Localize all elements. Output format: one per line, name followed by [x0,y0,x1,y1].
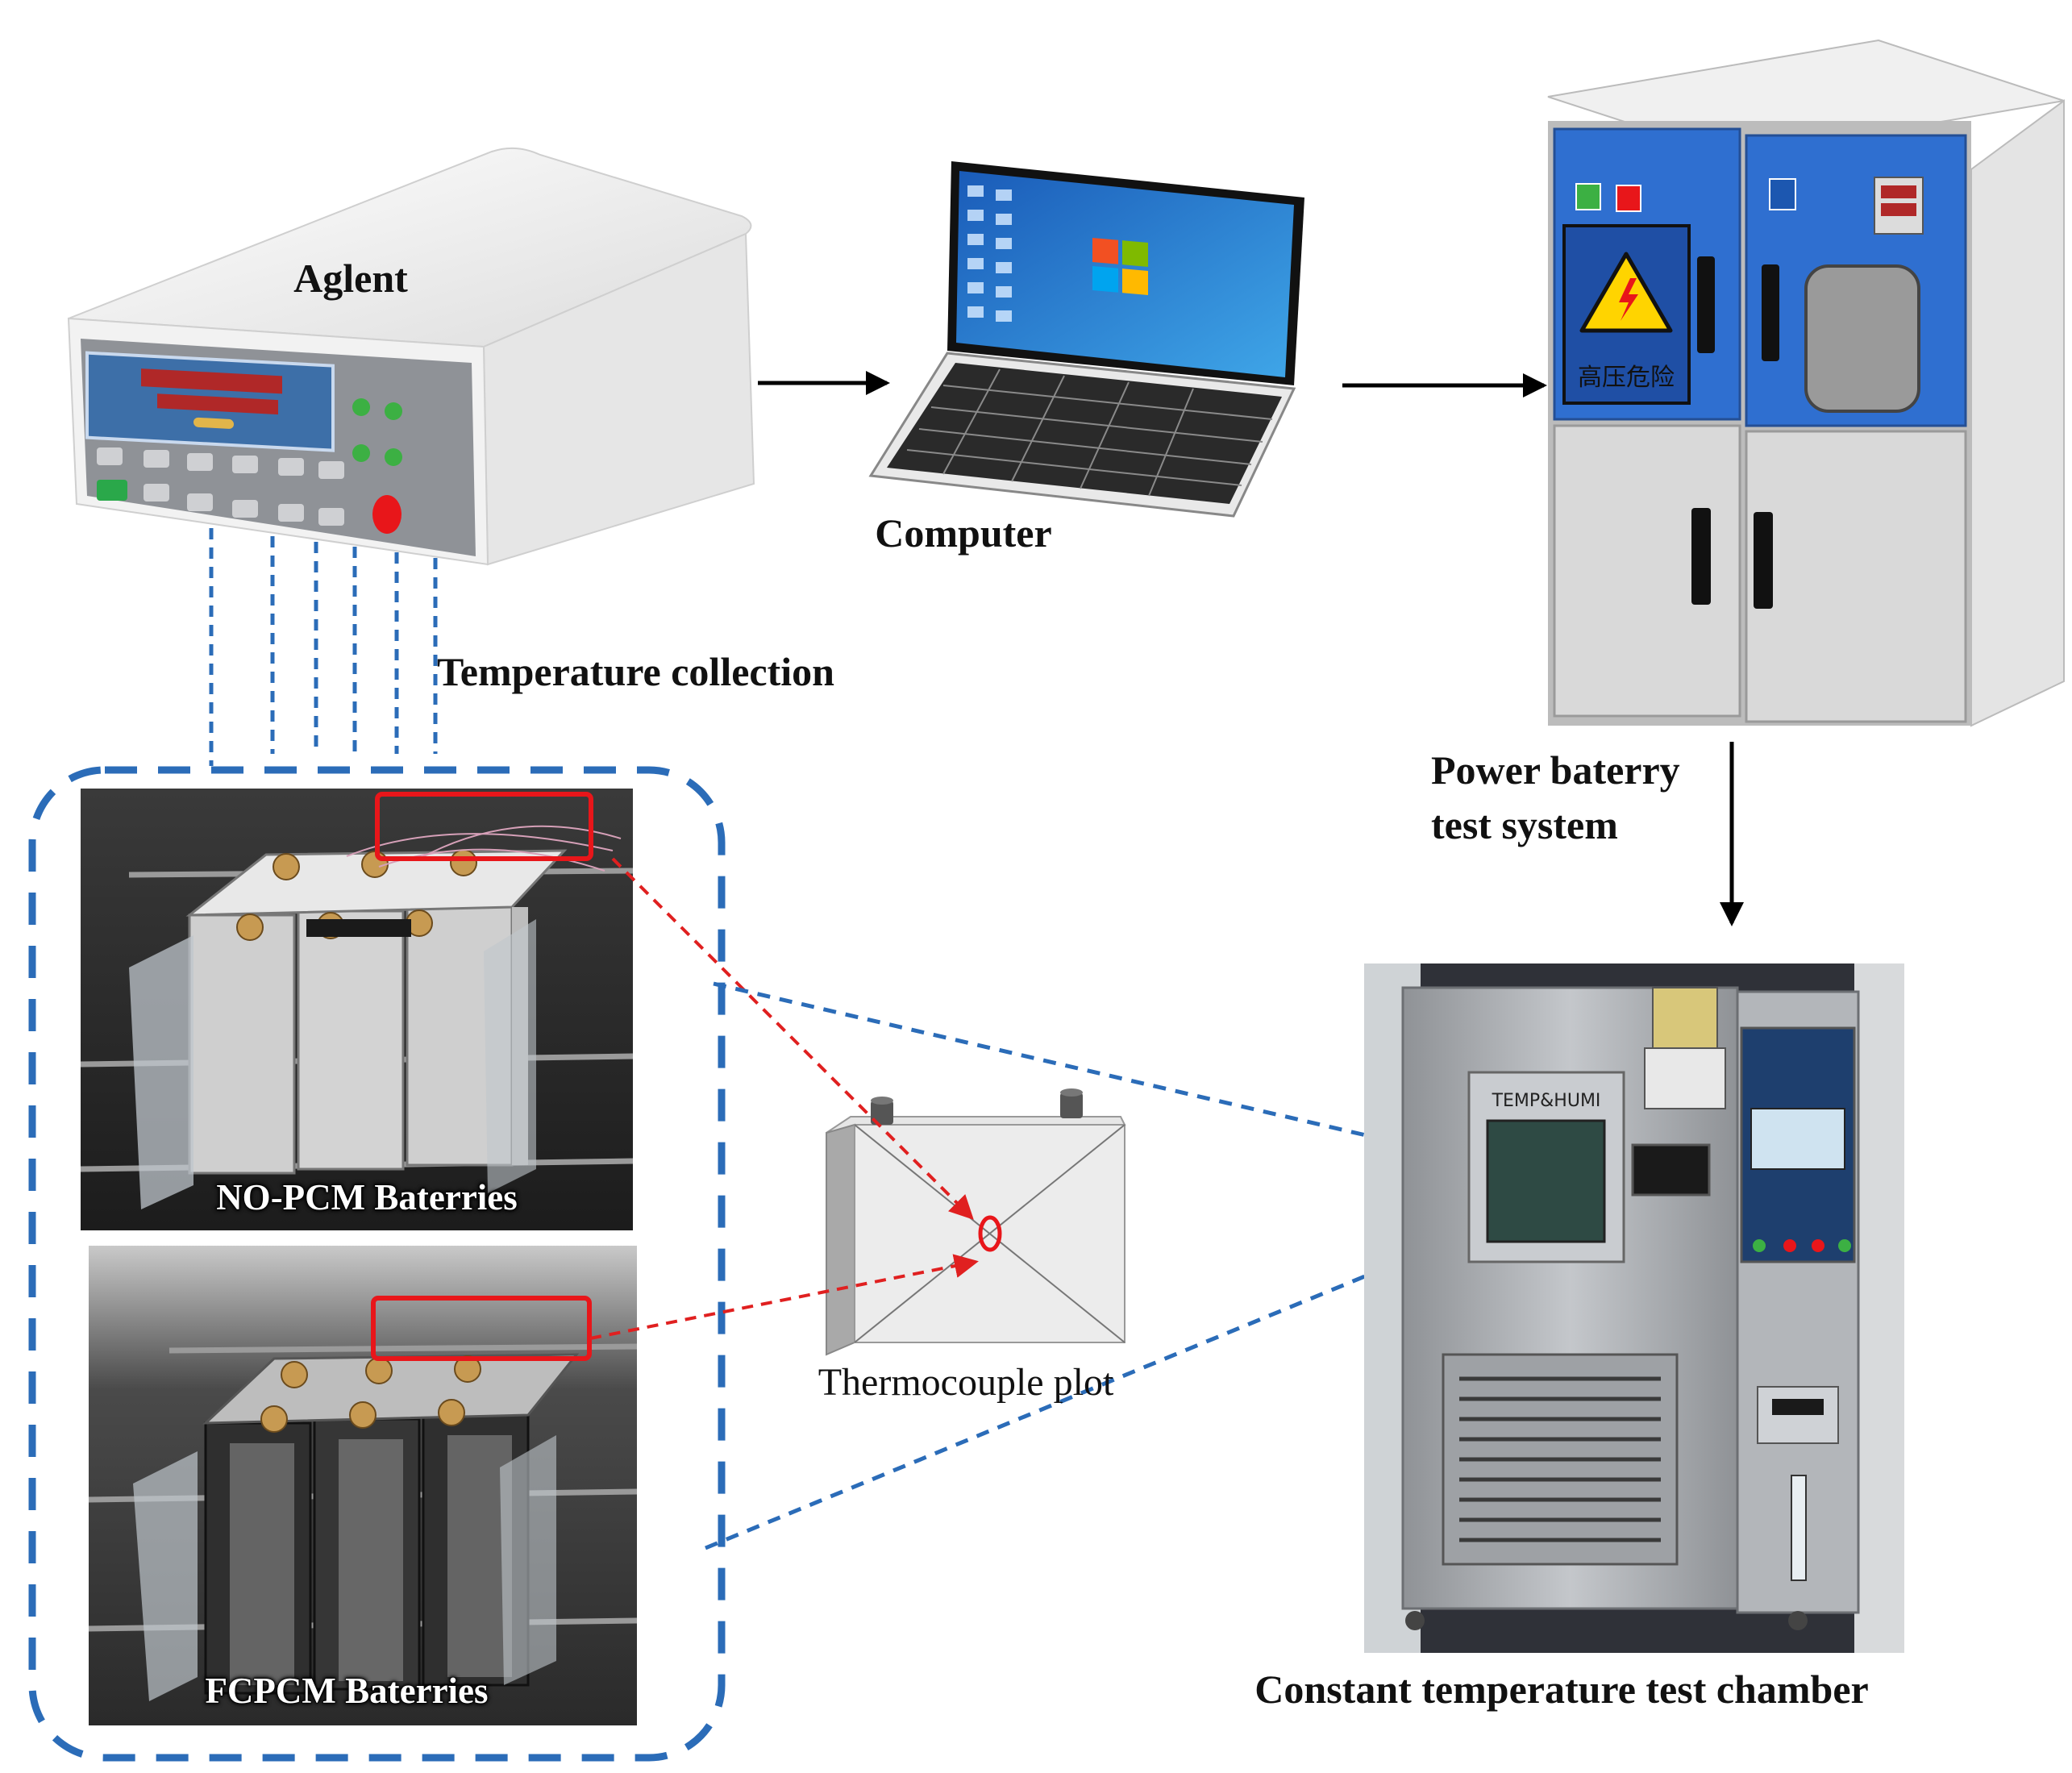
label-chamber: Constant temperature test chamber [1254,1667,1868,1712]
thermocouple-links [589,857,979,1340]
thermocouple-box-fcpcm [371,1296,592,1361]
label-power-system-line2: test system [1431,802,1618,847]
thermocouple-point [978,1215,1002,1252]
battery-cell-icon [826,1088,1126,1356]
temperature-wires [209,528,438,766]
laptop-icon [868,161,1304,518]
warning-text: 高压危险 [1578,364,1675,392]
label-power-system-line1: Power baterry [1431,747,1680,793]
chamber-panel-label: TEMP&HUMI [1492,1091,1601,1111]
no-pcm-caption: NO-PCM Baterries [216,1177,518,1217]
data-logger-icon [67,147,755,566]
label-aglent: Aglent [293,256,408,301]
battery-group-enclosure [28,766,726,1762]
fcpcm-caption: FCPCM Baterries [205,1671,488,1711]
label-temperature-collection: Temperature collection [437,649,834,694]
test-chamber-icon: TEMP&HUMI [1364,963,1904,1653]
battery-test-cabinet-icon: 高压危险 [1547,39,2065,727]
fcpcm-battery-photo [88,1246,638,1725]
thermocouple-box-no-pcm [375,792,593,861]
label-thermocouple-plot: Thermocouple plot [818,1361,1114,1404]
no-pcm-battery-photo [80,789,634,1230]
label-computer: Computer [875,510,1051,556]
